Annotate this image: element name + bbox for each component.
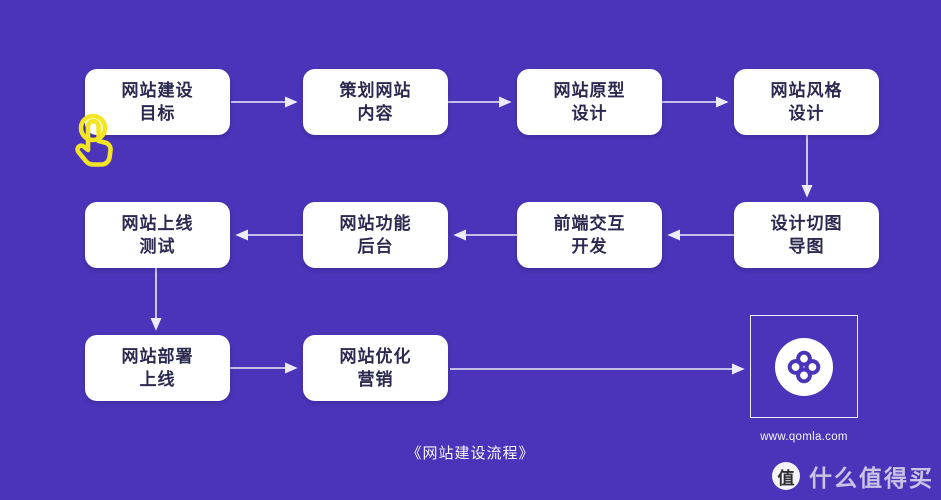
node-label-line2: 内容 — [357, 104, 394, 123]
node-label-line2: 上线 — [139, 370, 176, 389]
node-style-design: 网站风格 设计 — [734, 69, 879, 135]
logo-site-url: www.qomla.com — [760, 431, 848, 443]
logo-frame — [750, 315, 858, 418]
node-label-line2: 营销 — [357, 370, 394, 389]
node-label-line1: 策划网站 — [339, 81, 412, 100]
smzdm-brand-text: 什么值得买 — [809, 465, 934, 491]
node-label-line1: 网站部署 — [121, 347, 194, 366]
node-website-goal: 网站建设 目标 — [85, 69, 230, 135]
node-label-line1: 设计切图 — [770, 214, 843, 233]
node-label-line2: 开发 — [571, 237, 608, 256]
smzdm-watermark: 值 什么值得买 — [772, 459, 934, 493]
node-label-line1: 网站优化 — [339, 347, 412, 366]
node-label-line2: 后台 — [357, 237, 394, 256]
node-frontend-dev: 前端交互 开发 — [517, 202, 662, 268]
node-optimize-marketing: 网站优化 营销 — [303, 335, 448, 401]
node-label-line1: 网站功能 — [339, 214, 412, 233]
node-label-line1: 前端交互 — [553, 214, 626, 233]
tap-ring — [78, 113, 108, 143]
node-launch-test: 网站上线 测试 — [85, 202, 230, 268]
tap-hand — [75, 118, 113, 167]
node-label-line2: 设计 — [571, 104, 608, 123]
node-plan-content: 策划网站 内容 — [303, 69, 448, 135]
node-function-backend: 网站功能 后台 — [303, 202, 448, 268]
hand-tap-icon — [75, 113, 113, 167]
node-design-slicing: 设计切图 导图 — [734, 202, 879, 268]
node-label-line2: 导图 — [788, 237, 825, 256]
node-label-line2: 设计 — [788, 104, 825, 123]
smzdm-badge-icon: 值 — [772, 462, 800, 490]
node-label-line2: 测试 — [139, 237, 176, 256]
qomla-logo-icon — [775, 337, 833, 396]
node-label-line1: 网站建设 — [121, 81, 194, 100]
node-prototype-design: 网站原型 设计 — [517, 69, 662, 135]
node-label-line1: 网站原型 — [553, 81, 626, 100]
node-label-line1: 网站风格 — [770, 81, 843, 100]
node-label-line1: 网站上线 — [121, 214, 194, 233]
node-label-line2: 目标 — [139, 104, 176, 123]
node-deploy-launch: 网站部署 上线 — [85, 335, 230, 401]
diagram-caption: 《网站建设流程》 — [406, 445, 535, 462]
